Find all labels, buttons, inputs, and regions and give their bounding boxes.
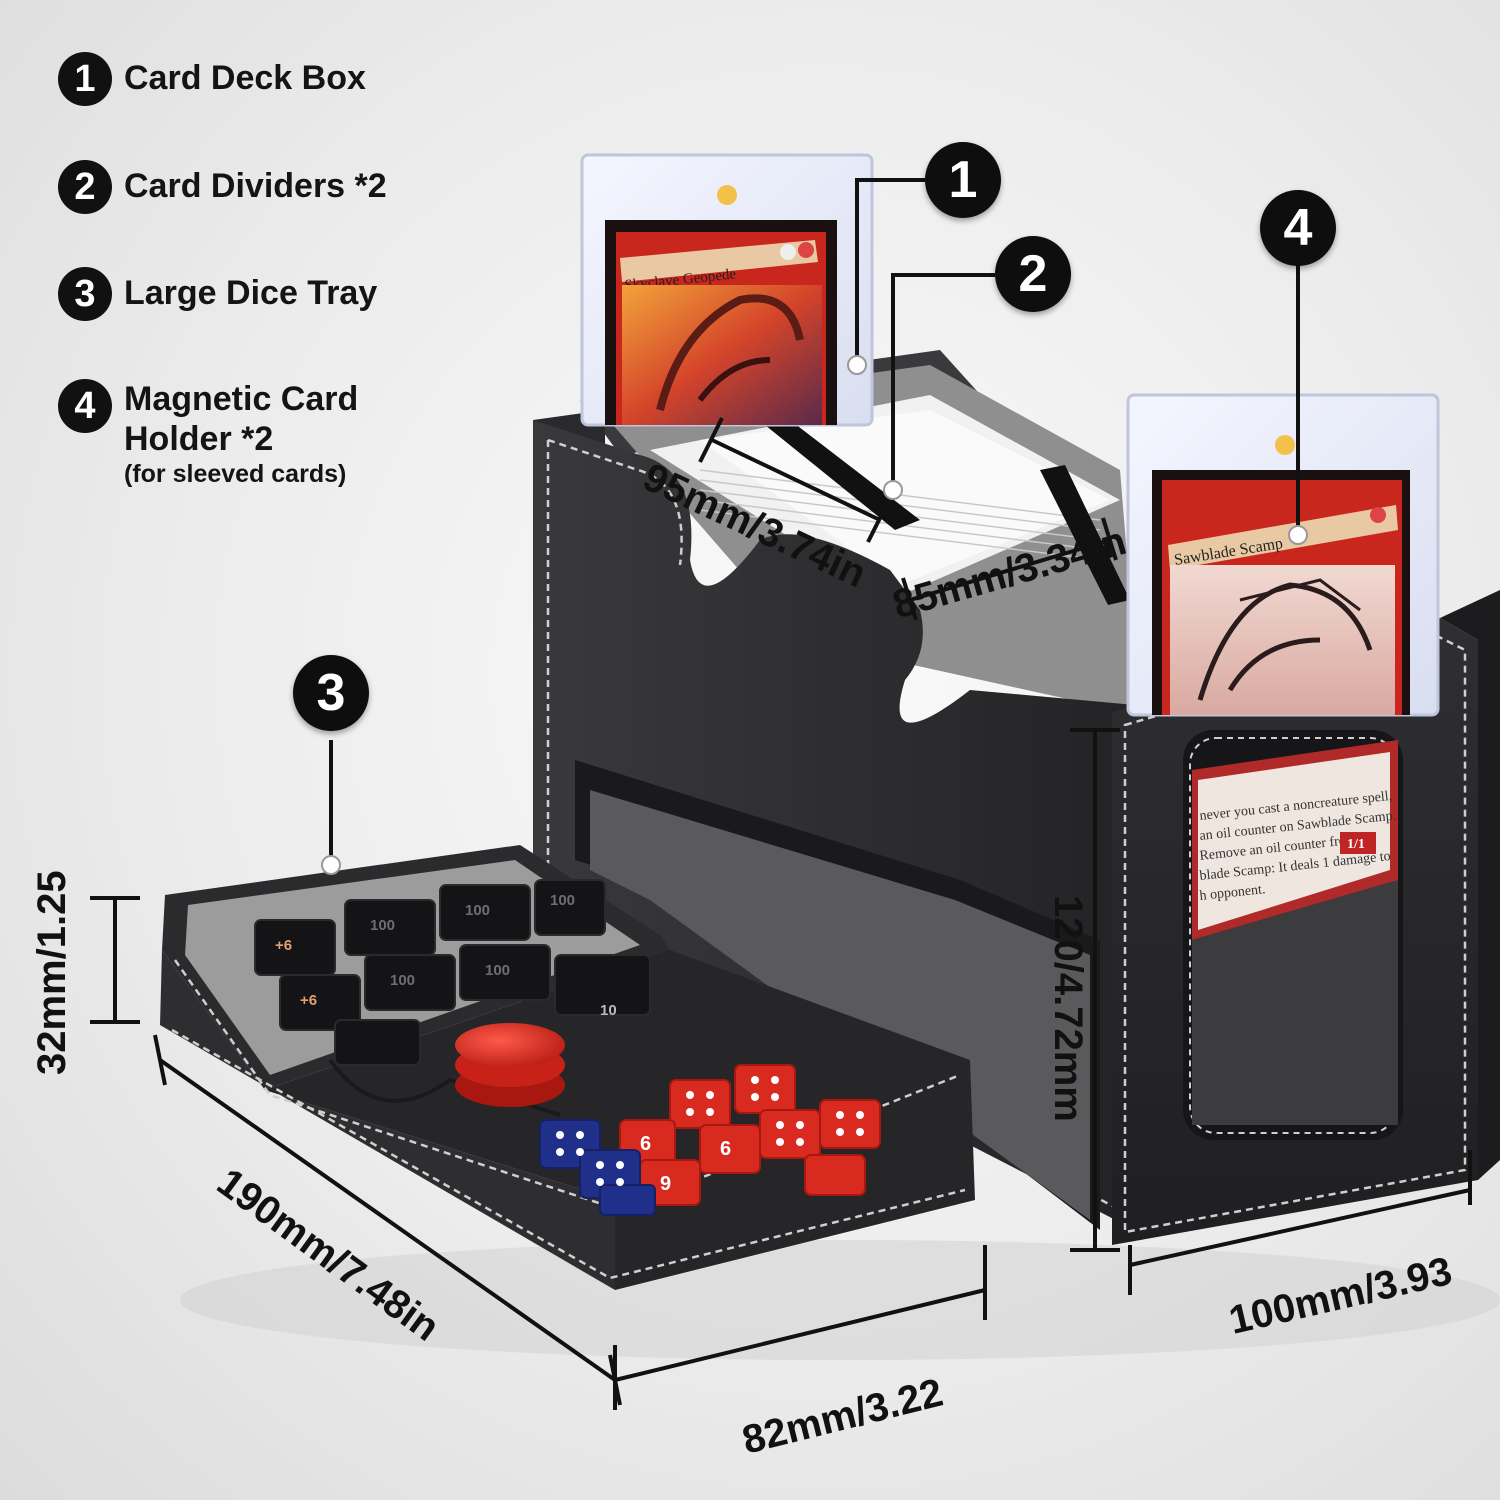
number-1-icon: 1 (58, 52, 112, 106)
number-4-icon: 4 (58, 379, 112, 433)
legend-item-card-holder: 4 Magnetic Card Holder *2 (for sleeved c… (58, 379, 358, 489)
callout-3: 3 (293, 655, 369, 731)
svg-text:100: 100 (370, 917, 395, 934)
svg-text:100: 100 (465, 902, 490, 919)
svg-text:100: 100 (550, 892, 575, 909)
dimension-box-height: 120/4.72mm (1046, 895, 1090, 1122)
legend-item-dividers: 2 Card Dividers *2 (58, 160, 387, 214)
svg-text:+6: +6 (275, 937, 292, 954)
number-2-icon: 2 (58, 160, 112, 214)
svg-text:9: 9 (660, 1173, 671, 1195)
legend-label: Card Dividers *2 (124, 167, 387, 205)
legend-label-line2: Holder *2 (124, 420, 274, 458)
legend-item-dice-tray: 3 Large Dice Tray (58, 267, 377, 321)
svg-text:6: 6 (720, 1138, 731, 1160)
number-3-icon: 3 (58, 267, 112, 321)
callout-2: 2 (995, 236, 1071, 312)
svg-text:10: 10 (600, 1002, 617, 1019)
svg-text:100: 100 (485, 962, 510, 979)
svg-text:1/1: 1/1 (1347, 837, 1365, 852)
dimension-tray-height: 32mm/1.25 (30, 870, 74, 1075)
callout-1: 1 (925, 142, 1001, 218)
svg-text:h opponent.: h opponent. (1199, 882, 1266, 904)
svg-text:+6: +6 (300, 992, 317, 1009)
svg-text:100: 100 (390, 972, 415, 989)
legend-sublabel: (for sleeved cards) (124, 460, 347, 488)
legend-label-line1: Magnetic Card (124, 380, 359, 418)
dice-face-labels: 100 100 100 100 100 10 +6 +6 (275, 892, 617, 1019)
legend-label: Large Dice Tray (124, 274, 378, 312)
legend-label: Card Deck Box (124, 59, 366, 97)
svg-text:6: 6 (640, 1133, 651, 1155)
callout-4: 4 (1260, 190, 1336, 266)
legend-item-deck-box: 1 Card Deck Box (58, 52, 366, 106)
